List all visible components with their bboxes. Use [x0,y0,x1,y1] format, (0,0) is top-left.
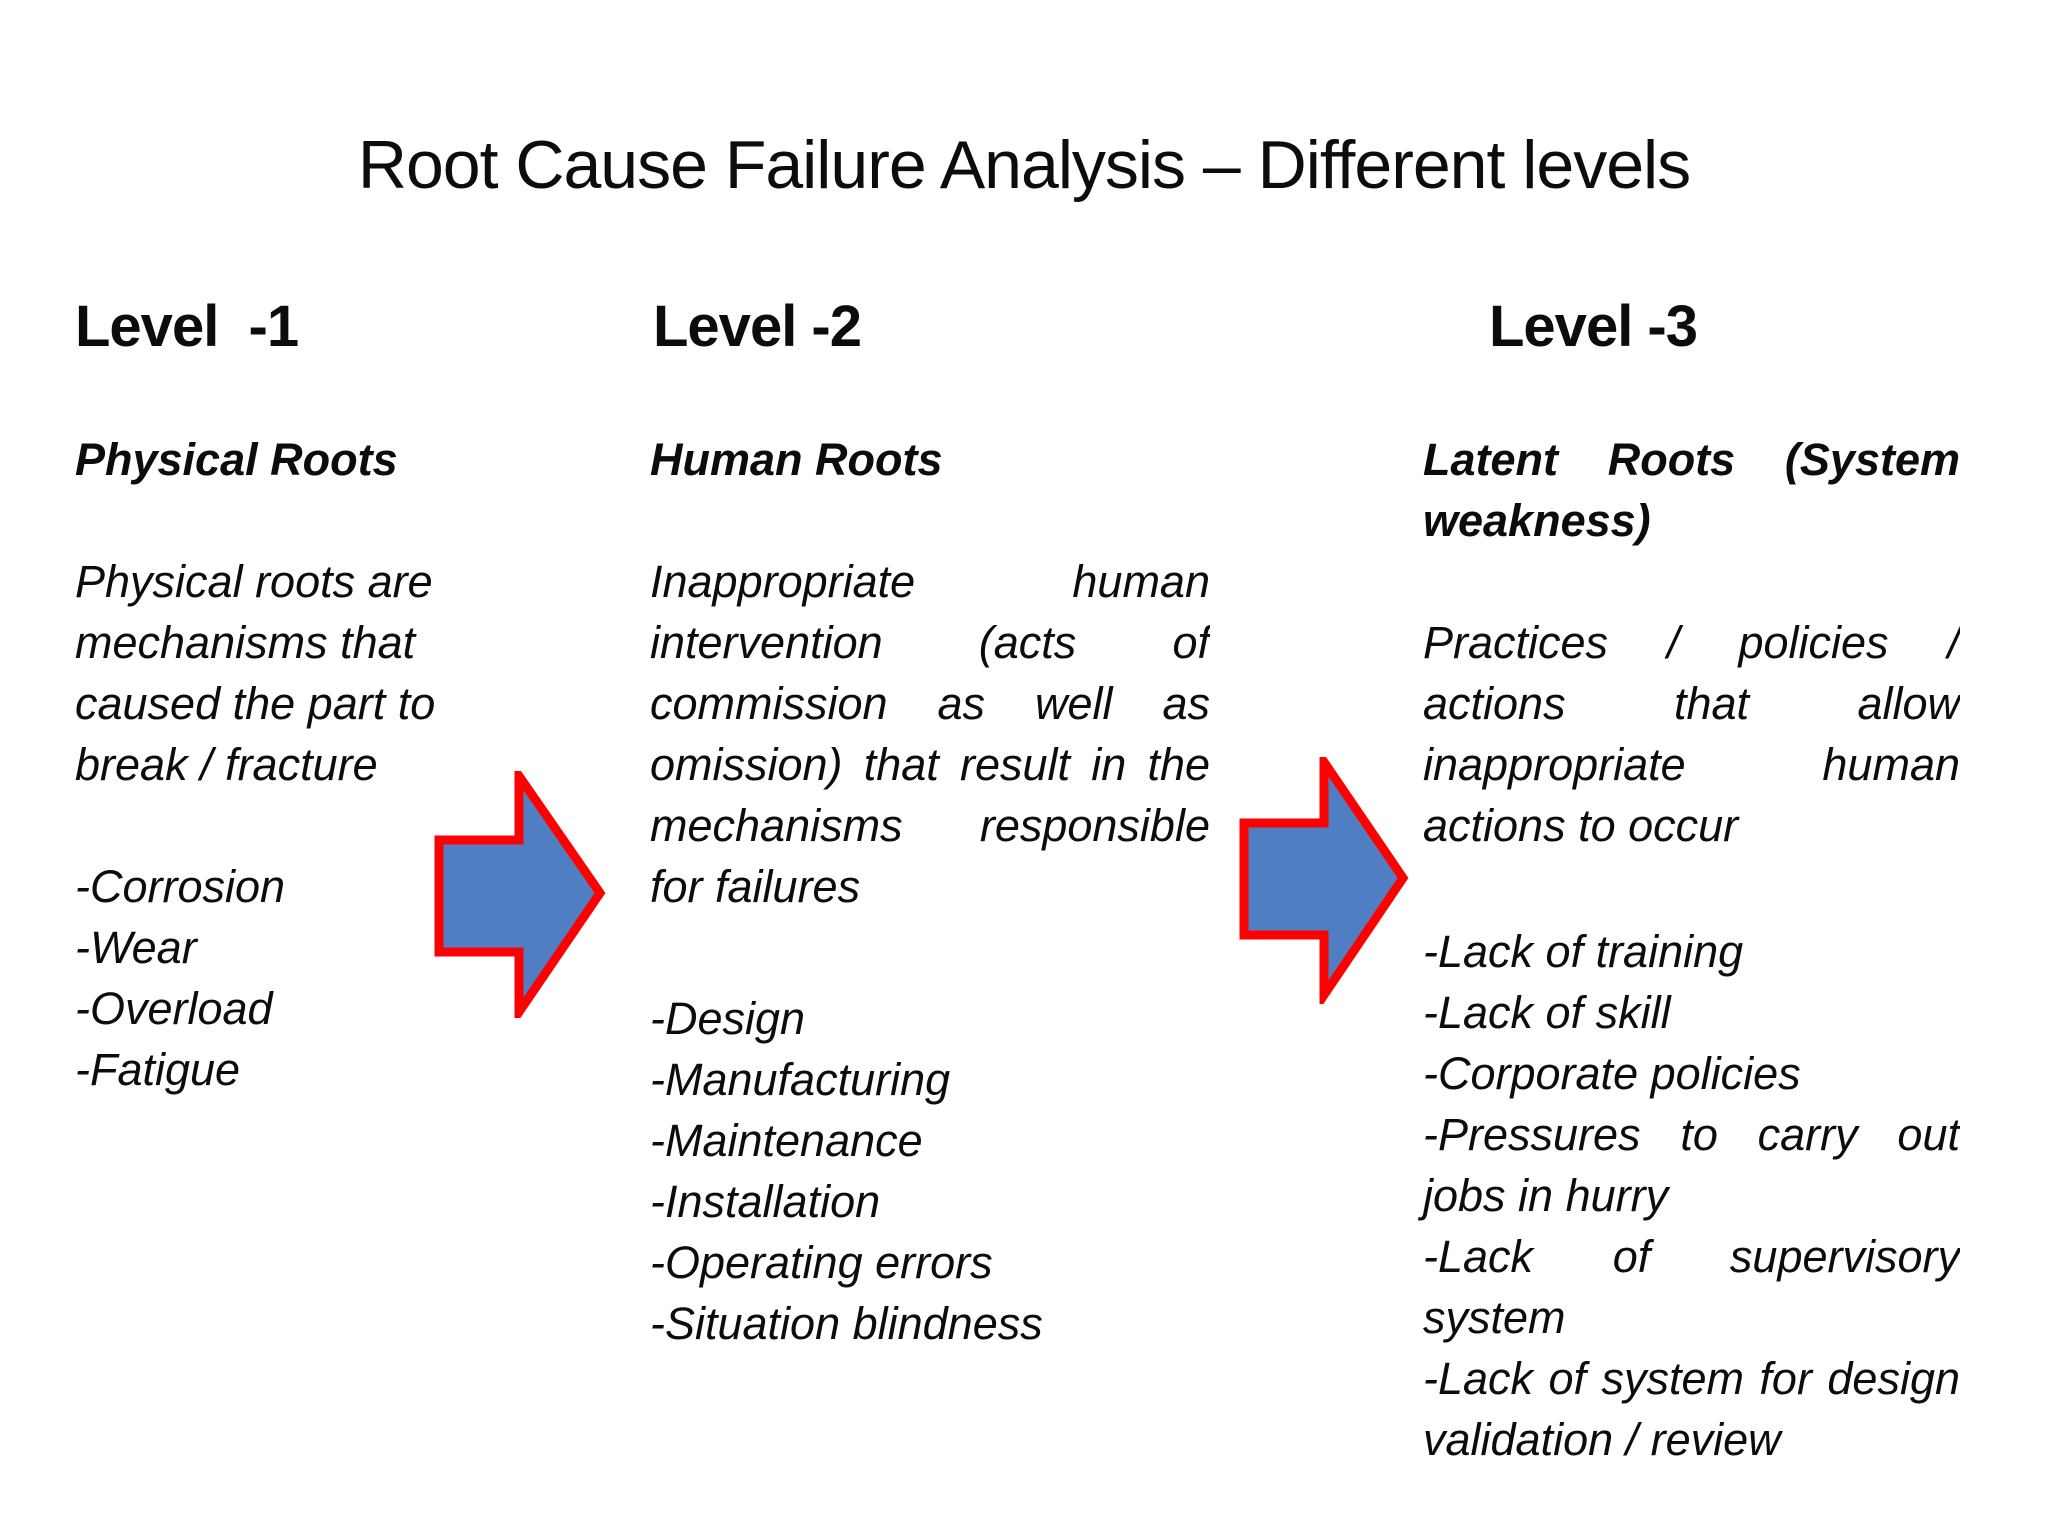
paragraph-line: actions to occur [1423,800,1739,851]
level-2-heading: Level -2 [653,294,862,359]
list-item: -Corrosion [75,861,286,912]
human-roots-heading: Human Roots [650,429,1210,490]
latent-roots-list: -Lack of training -Lack of skill -Corpor… [1423,921,1960,1470]
slide-title: Root Cause Failure Analysis – Different … [357,127,1691,203]
paragraph-line: break / fracture [75,739,378,790]
level-3-heading: Level -3 [1489,294,1698,359]
list-item: -Lack of skill [1423,987,1671,1038]
paragraph-line: Physical roots are [75,556,433,607]
list-item: jobs in hurry [1423,1170,1669,1221]
physical-roots-paragraph: Physical roots are mechanisms that cause… [75,551,460,795]
list-item: -Lack of supervisory [1423,1231,1960,1282]
list-item: -Overload [75,983,273,1034]
list-item: -Lack of system for design [1423,1353,1960,1404]
level1-to-level2-arrow-icon [434,771,606,1018]
human-roots-paragraph: Inappropriate human intervention (acts o… [650,551,1210,917]
list-item: -Installation [650,1176,881,1227]
paragraph-line: caused the part to [75,678,436,729]
paragraph-line: mechanisms that [75,617,416,668]
latent-roots-paragraph: Practices / policies / actions that allo… [1423,612,1960,856]
paragraph-line: for failures [650,861,861,912]
list-item: -Wear [75,922,197,973]
physical-roots-list: -Corrosion -Wear -Overload -Fatigue [75,856,460,1100]
heading-line: Human Roots [650,434,943,485]
paragraph-line: omission) that result in the [650,739,1210,790]
heading-line: Physical Roots [75,434,398,485]
level2-to-level3-arrow-icon [1239,757,1409,1004]
list-item: -Operating errors [650,1237,993,1288]
latent-roots-heading: Latent Roots (System weakness) [1423,429,1960,551]
paragraph-line: intervention (acts of [650,617,1210,668]
paragraph-line: commission as well as [650,678,1210,729]
heading-line: Latent Roots (System [1423,434,1960,485]
list-item: -Situation blindness [650,1298,1043,1349]
list-item: system [1423,1292,1566,1343]
physical-roots-heading: Physical Roots [75,429,460,490]
human-roots-list: -Design -Manufacturing -Maintenance -Ins… [650,988,1210,1354]
list-item: -Lack of training [1423,926,1744,977]
list-item: -Pressures to carry out [1423,1109,1960,1160]
paragraph-line: inappropriate human [1423,739,1960,790]
level-1-heading: Level -1 [75,294,299,359]
paragraph-line: Practices / policies / [1423,617,1960,668]
arrow-shape [1239,757,1409,1004]
arrow-shape [434,771,606,1018]
heading-line: weakness) [1423,495,1651,546]
list-item: validation / review [1423,1414,1781,1465]
paragraph-line: actions that allow [1423,678,1960,729]
list-item: -Corporate policies [1423,1048,1801,1099]
list-item: -Manufacturing [650,1054,951,1105]
list-item: -Maintenance [650,1115,923,1166]
paragraph-line: Inappropriate human [650,556,1210,607]
list-item: -Design [650,993,806,1044]
list-item: -Fatigue [75,1044,241,1095]
paragraph-line: mechanisms responsible [650,800,1210,851]
